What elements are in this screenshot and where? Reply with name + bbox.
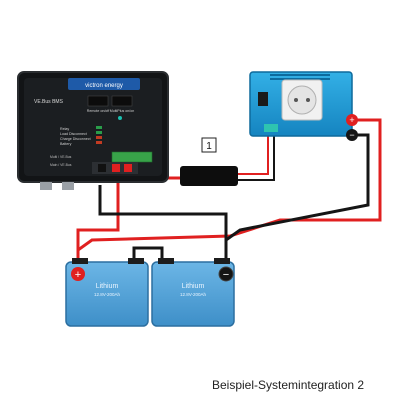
fuse-block: 1 (180, 137, 238, 186)
bms-unit: victron energy VE.Bus BMS Remote on/off … (17, 71, 169, 190)
battery-left-spec: 12.8V-200Ah (94, 292, 121, 297)
bms-brand-bar (68, 78, 140, 90)
battery-right-spec: 12.8V-200Ah (180, 292, 207, 297)
status-led (118, 116, 122, 120)
battery-left: Lithium 12.8V-200Ah + (65, 258, 149, 327)
bms-mount-right (62, 182, 74, 190)
bms-brand: victron energy (85, 83, 123, 89)
bms-terminal-block (111, 151, 153, 163)
black-wire-fuse-to-inverter (238, 134, 275, 181)
multiplus-indicator (111, 95, 133, 107)
inverter-remote-terminal (264, 124, 278, 132)
alarm-label-charge: Charge Disconnect (60, 137, 91, 141)
bms-model: VE.Bus BMS (34, 99, 64, 105)
alarm-label-battery: Battery (60, 142, 72, 146)
inverter-positive-terminal (346, 114, 358, 126)
inverter-positive-sign: + (349, 115, 354, 125)
battery-right: Lithium 12.8V-200Ah − (151, 258, 235, 327)
red-wire-battery-to-bms (76, 170, 120, 262)
indicator-label-remote: Remote on/off (87, 109, 110, 113)
fuse-number-box (201, 137, 217, 153)
port-label-main: Main / VE.Bus (50, 163, 72, 167)
inverter-power-switch (258, 92, 268, 106)
bms-mount-left (40, 182, 52, 190)
black-wire-inverter-to-battery (224, 133, 370, 262)
alarm-leds (96, 126, 102, 144)
alarm-label-load: Load Disconnect (60, 132, 87, 136)
inverter-negative-sign: − (349, 130, 354, 140)
red-wire-fuse-to-inverter (238, 134, 269, 175)
remote-indicator (87, 95, 109, 107)
battery-positive-terminal (71, 267, 85, 281)
inverter-negative-terminal (346, 129, 358, 141)
battery-left-brand: Lithium (96, 283, 119, 290)
battery-positive-sign: + (75, 269, 81, 281)
port-label-multi: Multi / VE.Bus (50, 155, 72, 159)
battery-negative-terminal (218, 266, 234, 282)
alarm-label-relay: Relay (60, 127, 69, 131)
inverter-vents (270, 74, 330, 80)
indicator-label-multiplus: MultiPlus on/on (110, 109, 135, 113)
black-wire-battery-link (132, 246, 164, 262)
black-wire-bms-to-battery (98, 185, 228, 262)
inverter-unit: + − (249, 71, 358, 141)
battery-negative-sign: − (223, 269, 229, 281)
fuse-number: 1 (206, 141, 212, 152)
battery-right-brand: Lithium (182, 283, 205, 290)
figure-caption: Beispiel-Systemintegration 2 (212, 378, 365, 392)
fuse-body (180, 166, 238, 186)
